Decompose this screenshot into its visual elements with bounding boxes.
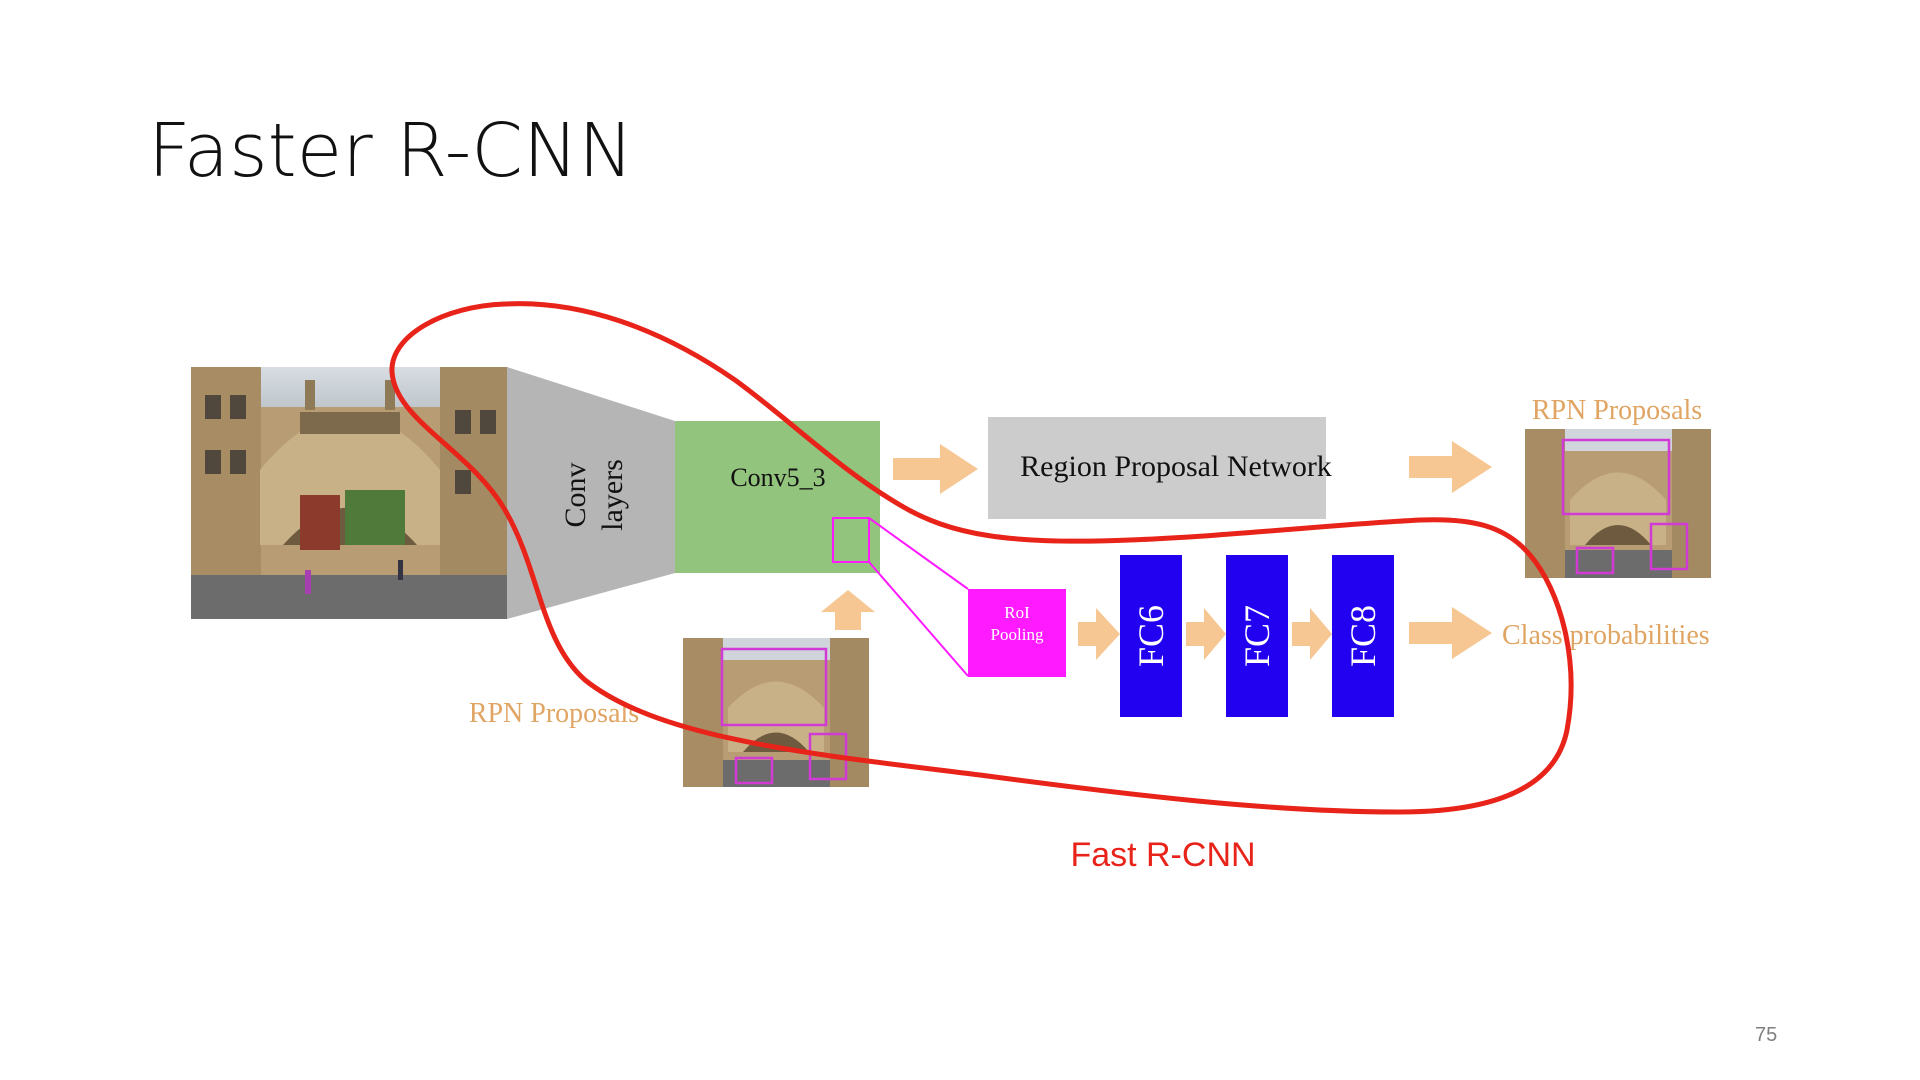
conv5-feature-map	[675, 421, 880, 573]
roi-region-box	[832, 517, 870, 563]
rpn-proposals-top-label: RPN Proposals	[1532, 395, 1702, 426]
conv-layers-line2: layers	[596, 459, 629, 531]
arrow-up-to-conv5	[821, 590, 875, 630]
roi-pooling-block	[968, 589, 1066, 677]
rpn-proposals-bottom-image	[683, 638, 869, 787]
class-probabilities-label: Class probabilities	[1502, 620, 1710, 651]
fc8-block	[1332, 555, 1394, 717]
input-image	[191, 367, 507, 619]
rpn-proposals-top-image	[1525, 429, 1711, 578]
conv5-label: Conv5_3	[730, 463, 825, 492]
fc8-label: FC8	[1343, 605, 1383, 667]
fc7-label: FC7	[1237, 605, 1277, 667]
rpn-block	[988, 417, 1326, 519]
conv-layers-block	[507, 367, 675, 619]
slide-title: Faster R-CNN	[148, 108, 634, 194]
arrow-fc6-to-fc7	[1186, 608, 1226, 660]
arrow-to-rpn	[893, 444, 978, 494]
page-number: 75	[1755, 1024, 1778, 1046]
roi-pooling-line2: Pooling	[991, 625, 1044, 644]
arrow-roi-to-fc6	[1078, 608, 1120, 660]
rpn-label: Region Proposal Network	[1020, 450, 1332, 483]
arrow-to-rpn-proposals	[1409, 441, 1492, 493]
fc7-block	[1226, 555, 1288, 717]
roi-pooling-line1: RoI	[1004, 603, 1030, 622]
fc6-block	[1120, 555, 1182, 717]
fast-rcnn-outline	[389, 301, 1574, 815]
conv-layers-line1: Conv	[559, 462, 592, 527]
arrow-fc8-to-class	[1409, 607, 1492, 659]
fc6-label: FC6	[1131, 605, 1171, 667]
fast-rcnn-label: Fast R-CNN	[1070, 836, 1255, 874]
arrow-fc7-to-fc8	[1292, 608, 1332, 660]
rpn-proposals-bottom-label: RPN Proposals	[469, 698, 639, 729]
